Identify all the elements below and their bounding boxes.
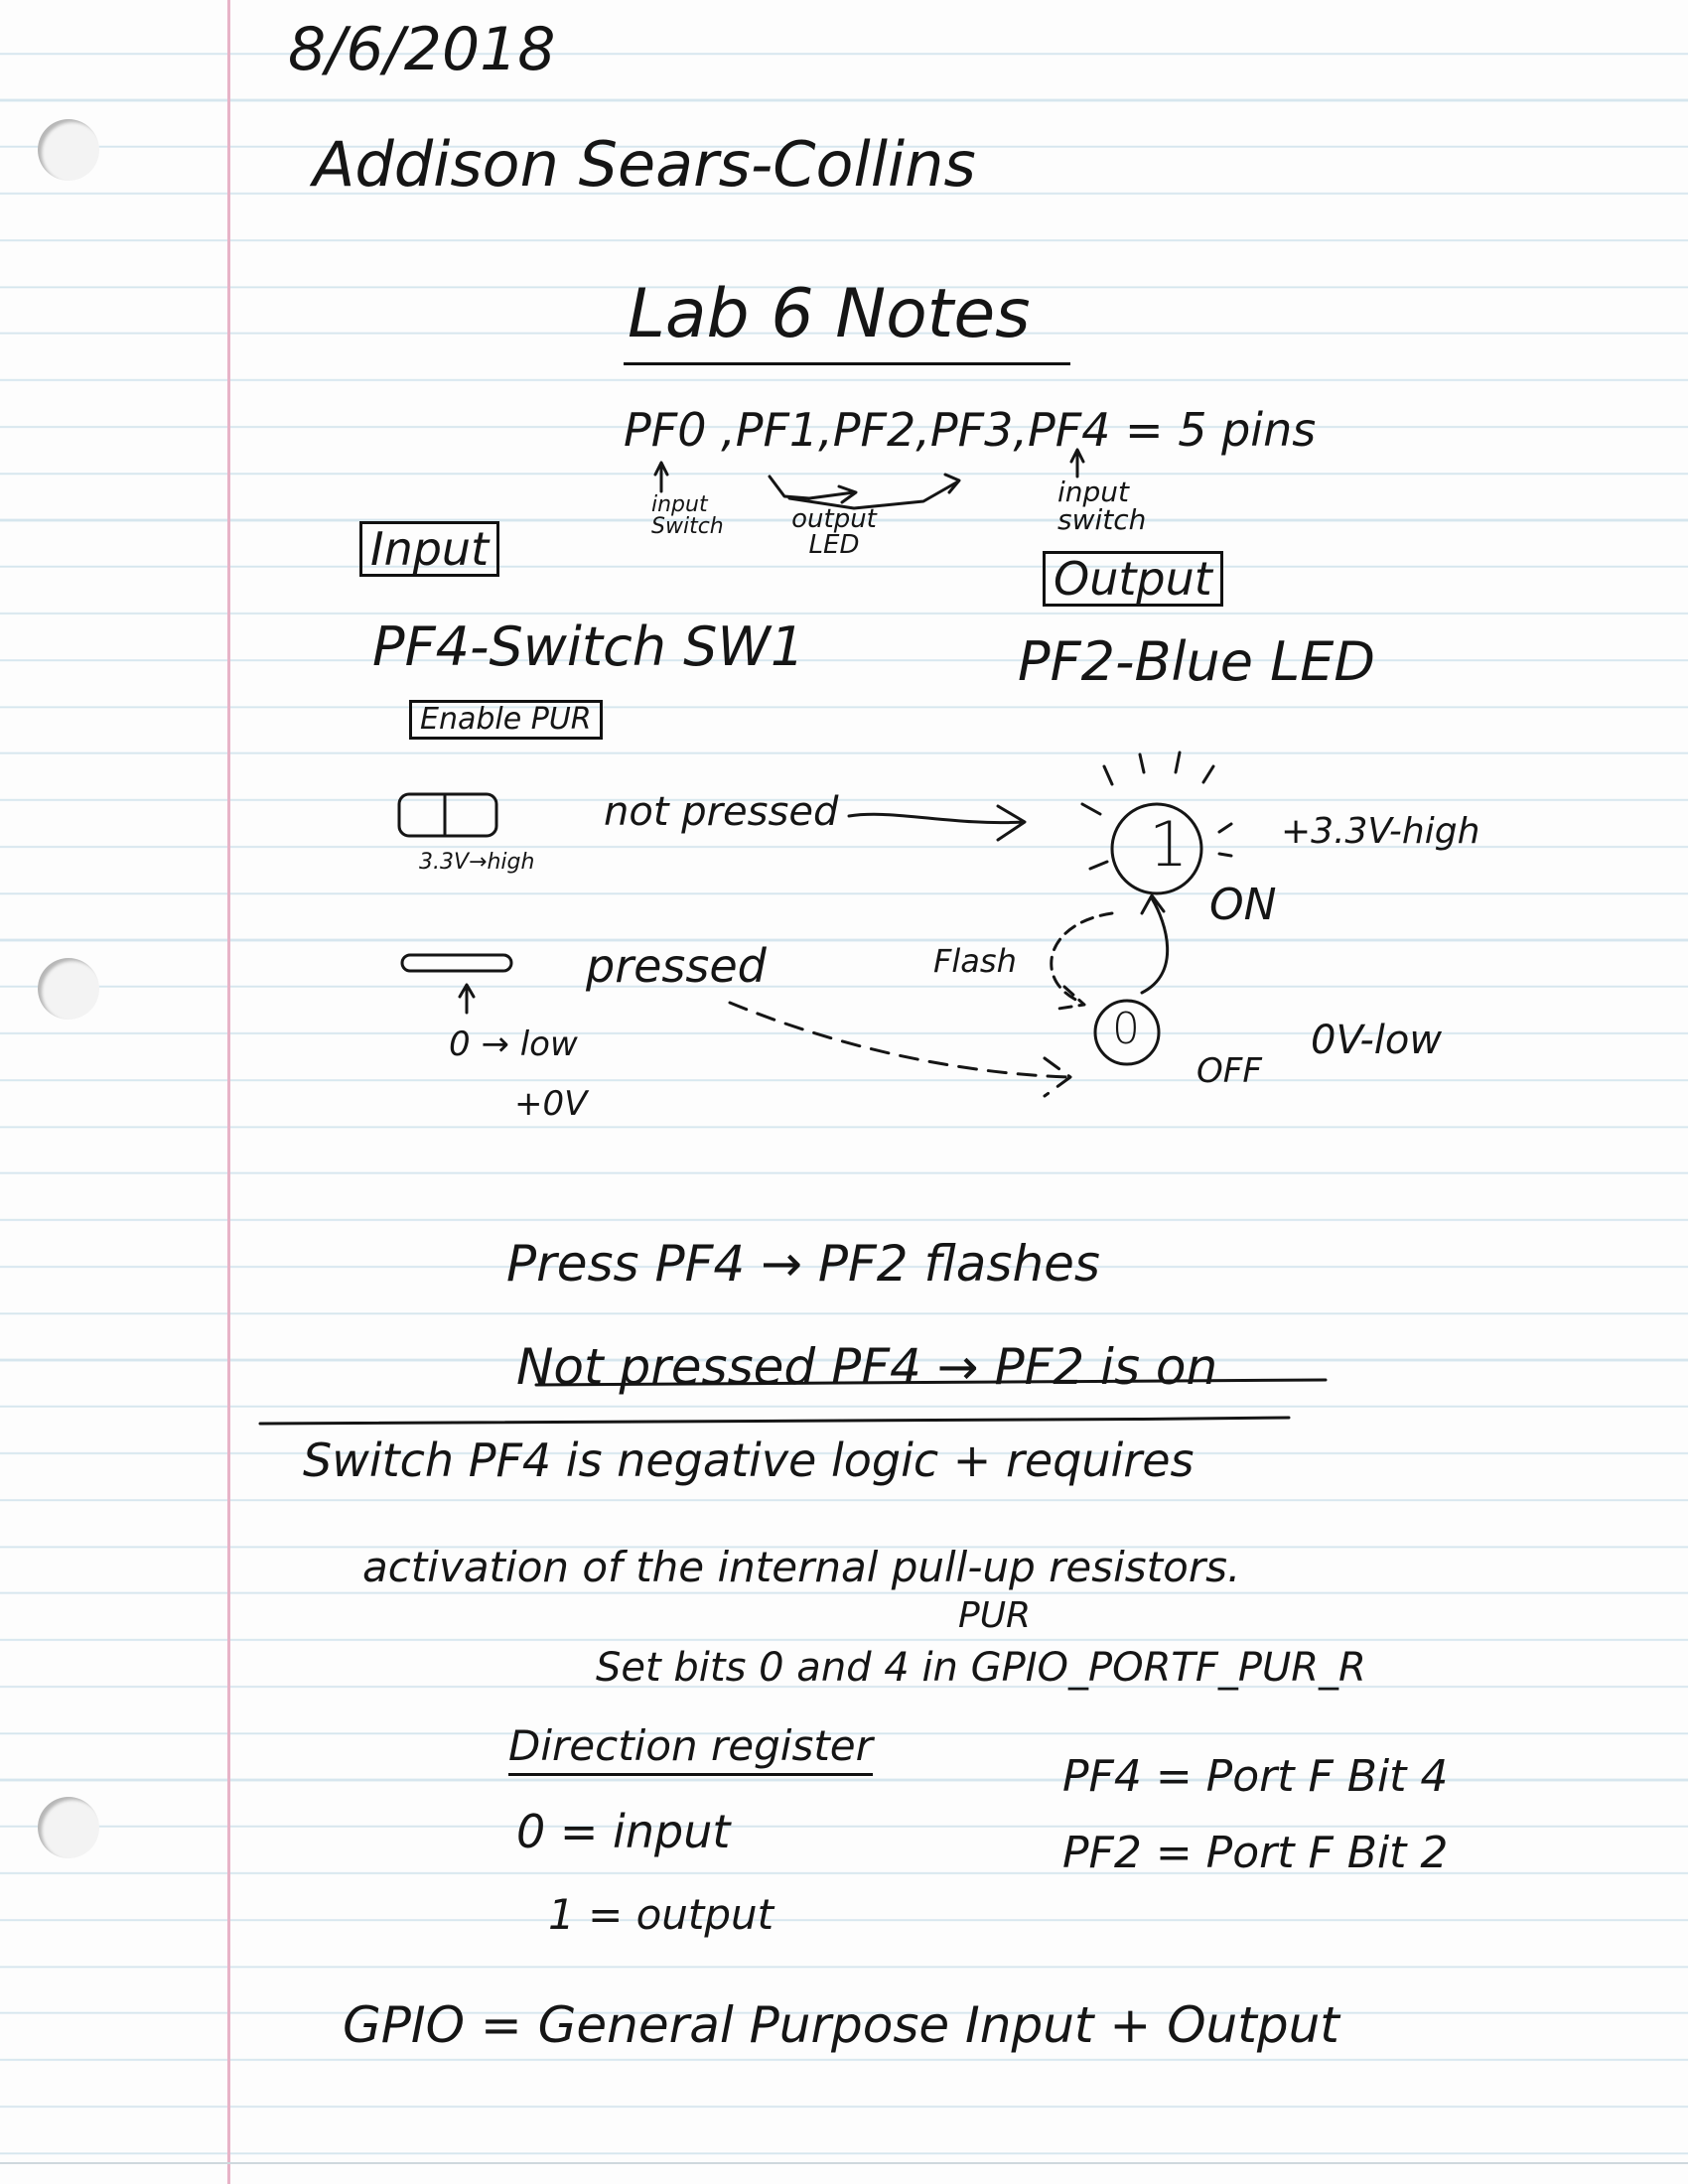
pf2-bit-note: PF2 = Port F Bit 2 <box>1062 1828 1449 1878</box>
date: 8/6/2018 <box>288 15 556 84</box>
pf4-bit-note: PF4 = Port F Bit 4 <box>1062 1751 1449 1802</box>
author-name: Addison Sears-Collins <box>313 128 976 201</box>
direction-register-heading: Direction register <box>508 1725 873 1776</box>
input-pin-label: PF4-Switch SW1 <box>372 615 805 678</box>
switch-down-low: 0 → low <box>449 1024 578 1064</box>
flash-label: Flash <box>933 942 1017 980</box>
behavior-pressed: Press PF4 → PF2 flashes <box>506 1235 1100 1293</box>
led-on-state: ON <box>1209 880 1277 930</box>
behavior-underline <box>534 1378 1328 1387</box>
binder-hole-middle <box>38 958 99 1020</box>
led-on-digit: 1 <box>1149 808 1189 881</box>
pressed-up-arrow <box>458 983 476 1015</box>
not-pressed-arrow <box>847 804 1027 842</box>
switch-up-label: 3.3V→high <box>419 850 535 875</box>
binder-hole-top <box>38 119 99 181</box>
page-title: Lab 6 Notes <box>624 281 1070 365</box>
output-box-label: Output <box>1043 551 1223 607</box>
led-glow-rays <box>1080 751 1233 871</box>
input-pf0-arrow <box>653 461 669 493</box>
pressed-dashed-arrow <box>728 1001 1072 1098</box>
input-box-label: Input <box>359 521 500 577</box>
enable-pur-note: Enable PUR <box>409 700 603 740</box>
output-led-arrow-2 <box>787 473 961 510</box>
output-led-note: output LED <box>791 504 877 560</box>
explanation-line-1: Switch PF4 is negative logic + requires <box>303 1433 1195 1487</box>
set-bits-note: Set bits 0 and 4 in GPIO_PORTF_PUR_R <box>596 1645 1366 1691</box>
switch-pressed-icon <box>400 953 513 973</box>
switch-down-volt: +0V <box>514 1084 588 1124</box>
direction-one-output: 1 = output <box>548 1890 774 1939</box>
led-off-state: OFF <box>1196 1051 1262 1091</box>
pin-list: PF0 ,PF1,PF2,PF3,PF4 = 5 pins <box>624 403 1317 457</box>
input-switch-note-right: input switch <box>1057 476 1147 536</box>
input-switch-note-left: input Switch <box>651 492 724 539</box>
direction-zero-input: 0 = input <box>516 1805 731 1858</box>
page-bottom-edge <box>0 2162 1688 2164</box>
not-pressed-label: not pressed <box>604 789 839 835</box>
input-pf4-arrow <box>1069 448 1085 478</box>
output-pin-label: PF2-Blue LED <box>1018 630 1375 693</box>
led-on-circle <box>1110 802 1203 895</box>
flash-arrow-down <box>1050 911 1114 1011</box>
led-off-circle <box>1093 999 1161 1066</box>
led-off-voltage: 0V-low <box>1311 1018 1443 1063</box>
pressed-label: pressed <box>586 939 767 993</box>
binder-hole-bottom <box>38 1797 99 1858</box>
pur-label: PUR <box>958 1595 1032 1636</box>
explanation-line-2: activation of the internal pull-up resis… <box>362 1543 1241 1591</box>
switch-not-pressed-icon <box>397 792 498 838</box>
flash-arrow-up <box>1140 893 1170 995</box>
led-on-voltage: +3.3V-high <box>1281 811 1480 852</box>
gpio-definition: GPIO = General Purpose Input + Output <box>343 1996 1339 2054</box>
output-led-arrow-1 <box>768 475 858 504</box>
section-divider <box>258 1416 1291 1426</box>
led-off-digit: 0 <box>1112 1004 1140 1054</box>
